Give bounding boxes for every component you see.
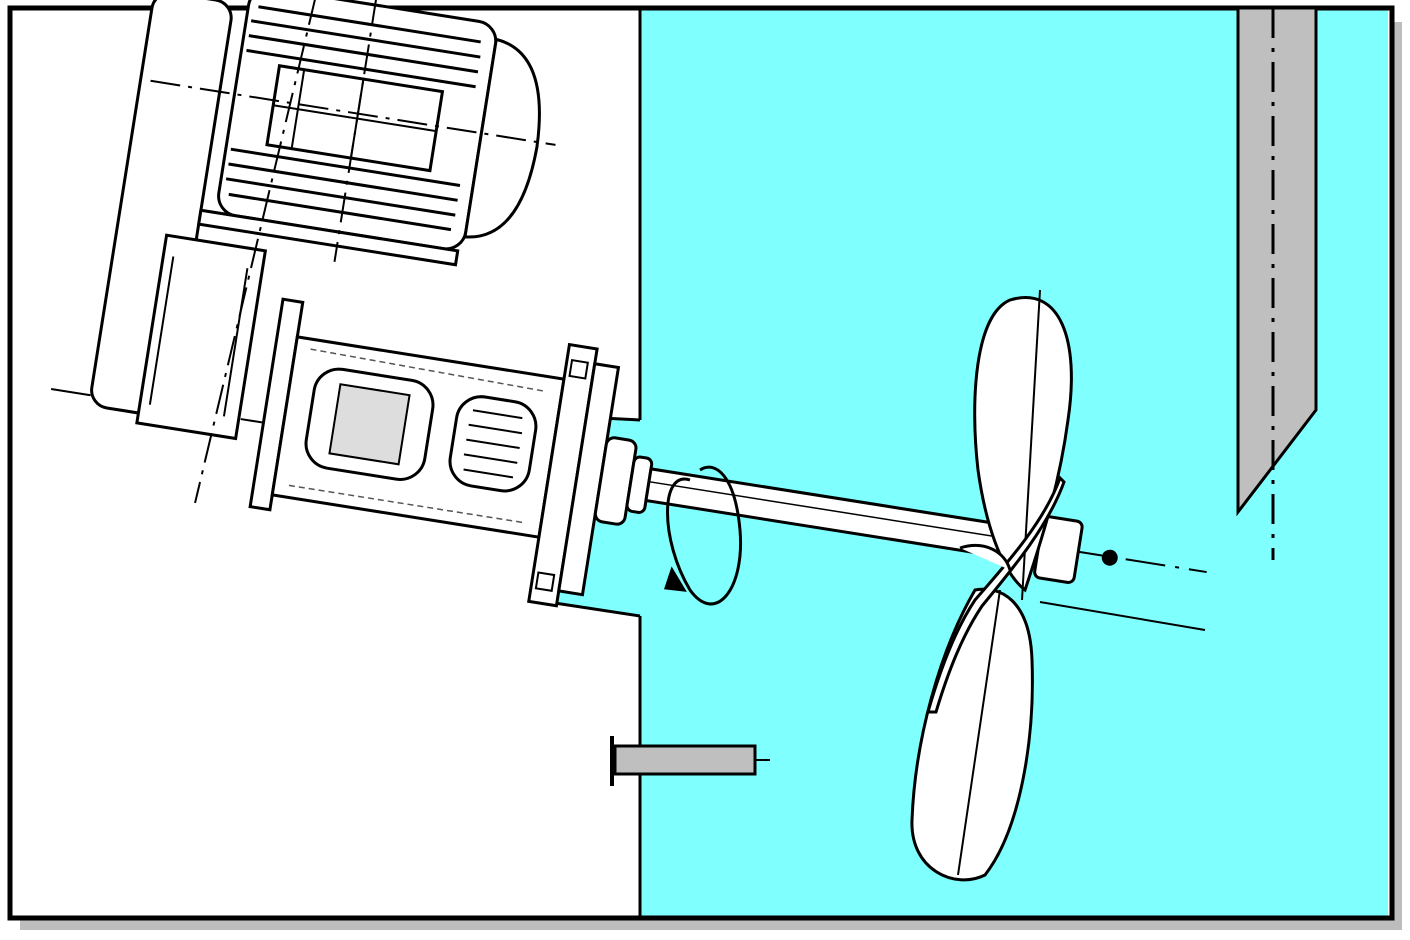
baffle-plate <box>1236 6 1318 560</box>
motor-end-cap <box>463 37 541 239</box>
motor-base-housing <box>90 0 268 441</box>
mounting-flange <box>527 342 654 608</box>
diagram-frame <box>7 5 1395 921</box>
electric-motor <box>150 0 556 504</box>
marine-propeller <box>910 289 1073 882</box>
drive-assembly <box>50 0 1207 608</box>
propeller-axis <box>1039 601 1206 631</box>
rotation-arrow-icon <box>663 465 743 606</box>
lantern-housing <box>248 297 566 539</box>
tank-liquid <box>535 8 1388 916</box>
propeller-blade-lower <box>910 587 1034 882</box>
nozzle-pipe <box>610 736 770 786</box>
